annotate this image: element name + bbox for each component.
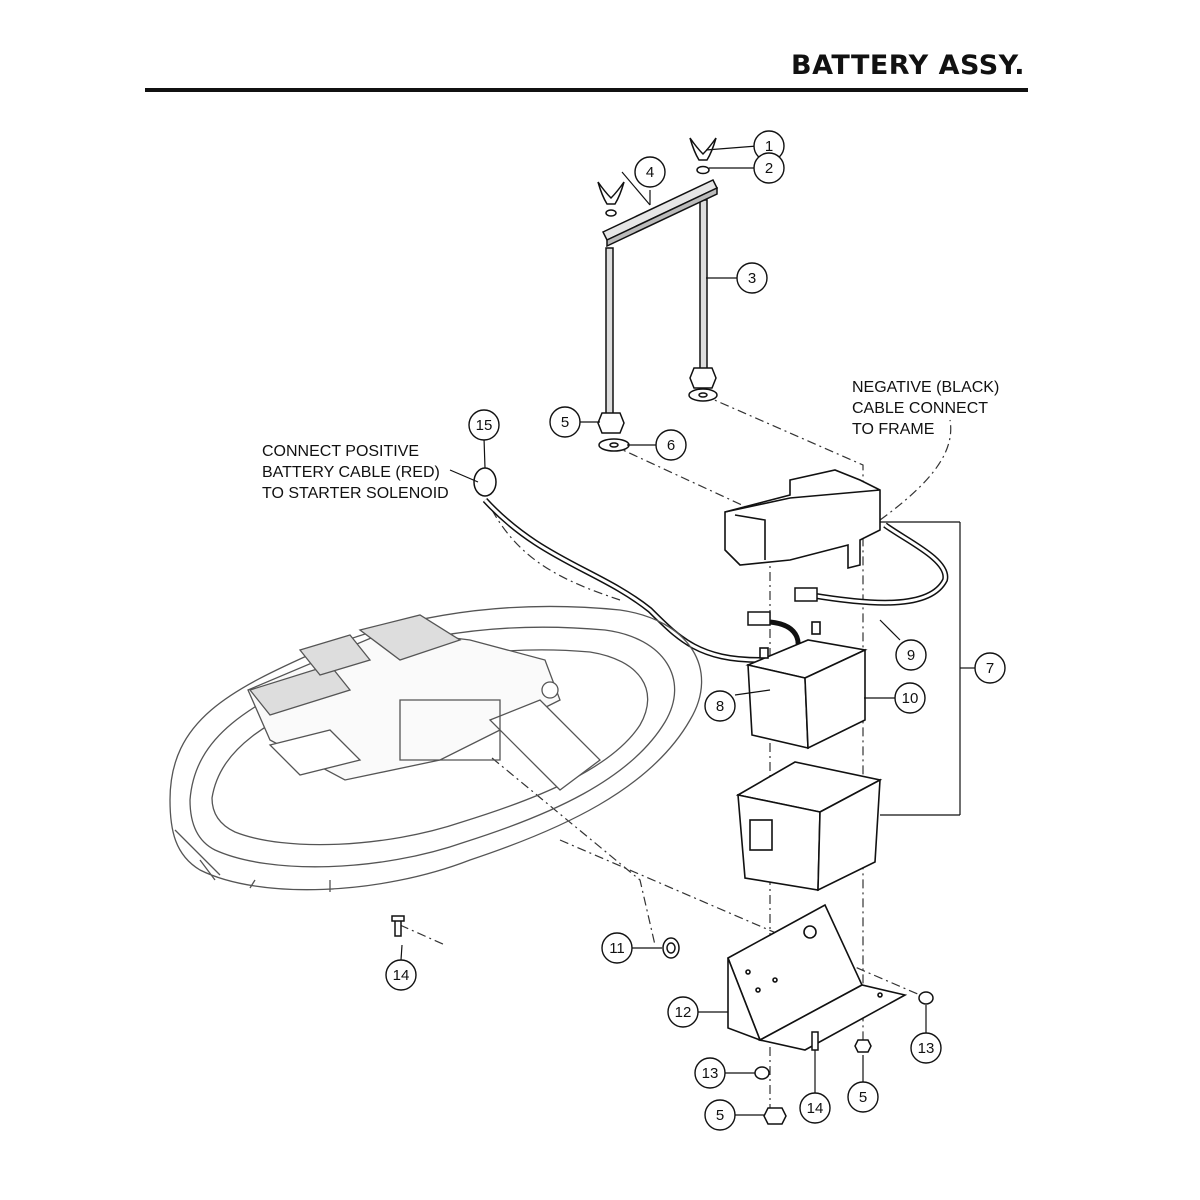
nut-5-bottom <box>763 1107 787 1125</box>
svg-text:13: 13 <box>918 1040 935 1057</box>
note-negative-line-2: CABLE CONNECT <box>852 400 989 417</box>
svg-text:12: 12 <box>675 1004 692 1021</box>
battery-box-handle <box>749 819 773 851</box>
battery-box <box>735 761 883 892</box>
callout-12: 12 <box>667 996 699 1028</box>
battery-tray <box>726 903 908 1051</box>
svg-text:3: 3 <box>748 270 756 287</box>
callout-9: 9 <box>895 639 927 671</box>
svg-text:10: 10 <box>902 690 919 707</box>
callout-14-left: 14 <box>385 959 417 991</box>
cable-terminal-negative <box>794 587 818 602</box>
callout-5-bottom: 5 <box>704 1099 736 1131</box>
svg-text:14: 14 <box>393 967 410 984</box>
callout-3: 3 <box>736 262 768 294</box>
mower-frame <box>169 605 703 892</box>
callout-13-right: 13 <box>910 1032 942 1064</box>
small-hardware <box>391 915 934 1125</box>
svg-text:15: 15 <box>476 417 493 434</box>
svg-text:6: 6 <box>667 437 675 454</box>
svg-text:5: 5 <box>561 414 569 431</box>
callout-6: 6 <box>655 429 687 461</box>
leader-lines <box>400 145 975 1116</box>
battery-cover <box>724 469 881 570</box>
threaded-rod-left <box>605 247 614 417</box>
note-positive-cable: CONNECT POSITIVE BATTERY CABLE (RED) TO … <box>262 441 449 504</box>
callout-5-right: 5 <box>847 1081 879 1113</box>
threaded-rod-right <box>699 199 708 371</box>
fuel-cap <box>541 681 559 699</box>
battery-post-left <box>759 647 769 659</box>
note-negative-cable: NEGATIVE (BLACK) CABLE CONNECT TO FRAME <box>852 377 999 440</box>
callout-5-top: 5 <box>549 406 581 438</box>
wing-nut-left-icon <box>597 181 625 205</box>
svg-text:4: 4 <box>646 164 654 181</box>
note-positive-line-1: CONNECT POSITIVE <box>262 443 420 460</box>
hex-nut-left <box>597 412 625 434</box>
callout-11: 11 <box>601 932 633 964</box>
callout-7: 7 <box>974 652 1006 684</box>
svg-text:13: 13 <box>702 1065 719 1082</box>
callout-10: 10 <box>894 682 926 714</box>
diagram-title: BATTERY ASSY. <box>791 50 1025 81</box>
callout-4: 4 <box>634 156 666 188</box>
hex-nut-right <box>689 367 717 389</box>
callout-13-left: 13 <box>694 1057 726 1089</box>
note-positive-line-3: TO STARTER SOLENOID <box>262 485 449 502</box>
svg-text:14: 14 <box>807 1100 824 1117</box>
nut-5-right <box>854 1039 872 1053</box>
hold-down-hardware <box>597 137 719 452</box>
svg-text:5: 5 <box>716 1107 724 1124</box>
washer-left-top <box>605 209 617 217</box>
nut-13-right <box>918 991 934 1005</box>
callout-15: 15 <box>468 409 500 441</box>
washer-right-top <box>696 165 710 175</box>
positive-cable <box>482 497 761 663</box>
nut-13-left <box>754 1066 770 1080</box>
note-positive-line-2: BATTERY CABLE (RED) <box>262 464 440 481</box>
svg-text:7: 7 <box>986 660 994 677</box>
battery-post-right <box>811 621 821 635</box>
wing-nut-right-icon <box>689 137 717 161</box>
svg-text:2: 2 <box>765 160 773 177</box>
callout-bubbles: 1 2 4 3 5 6 15 9 7 10 8 11 14 12 13 13 1… <box>385 130 1006 1131</box>
cables <box>473 467 949 667</box>
battery <box>745 621 868 750</box>
title-rule <box>145 88 1028 92</box>
callout-14-right: 14 <box>799 1092 831 1124</box>
cable-terminal-positive <box>747 611 771 626</box>
svg-text:9: 9 <box>907 647 915 664</box>
callout-8: 8 <box>704 690 736 722</box>
svg-text:5: 5 <box>859 1089 867 1106</box>
bolt-14-right <box>811 1031 819 1051</box>
svg-text:1: 1 <box>765 138 773 155</box>
note-negative-line-3: TO FRAME <box>852 421 935 438</box>
svg-text:11: 11 <box>609 940 625 957</box>
svg-text:8: 8 <box>716 698 724 715</box>
note-negative-line-1: NEGATIVE (BLACK) <box>852 379 1000 396</box>
callout-2: 2 <box>753 152 785 184</box>
